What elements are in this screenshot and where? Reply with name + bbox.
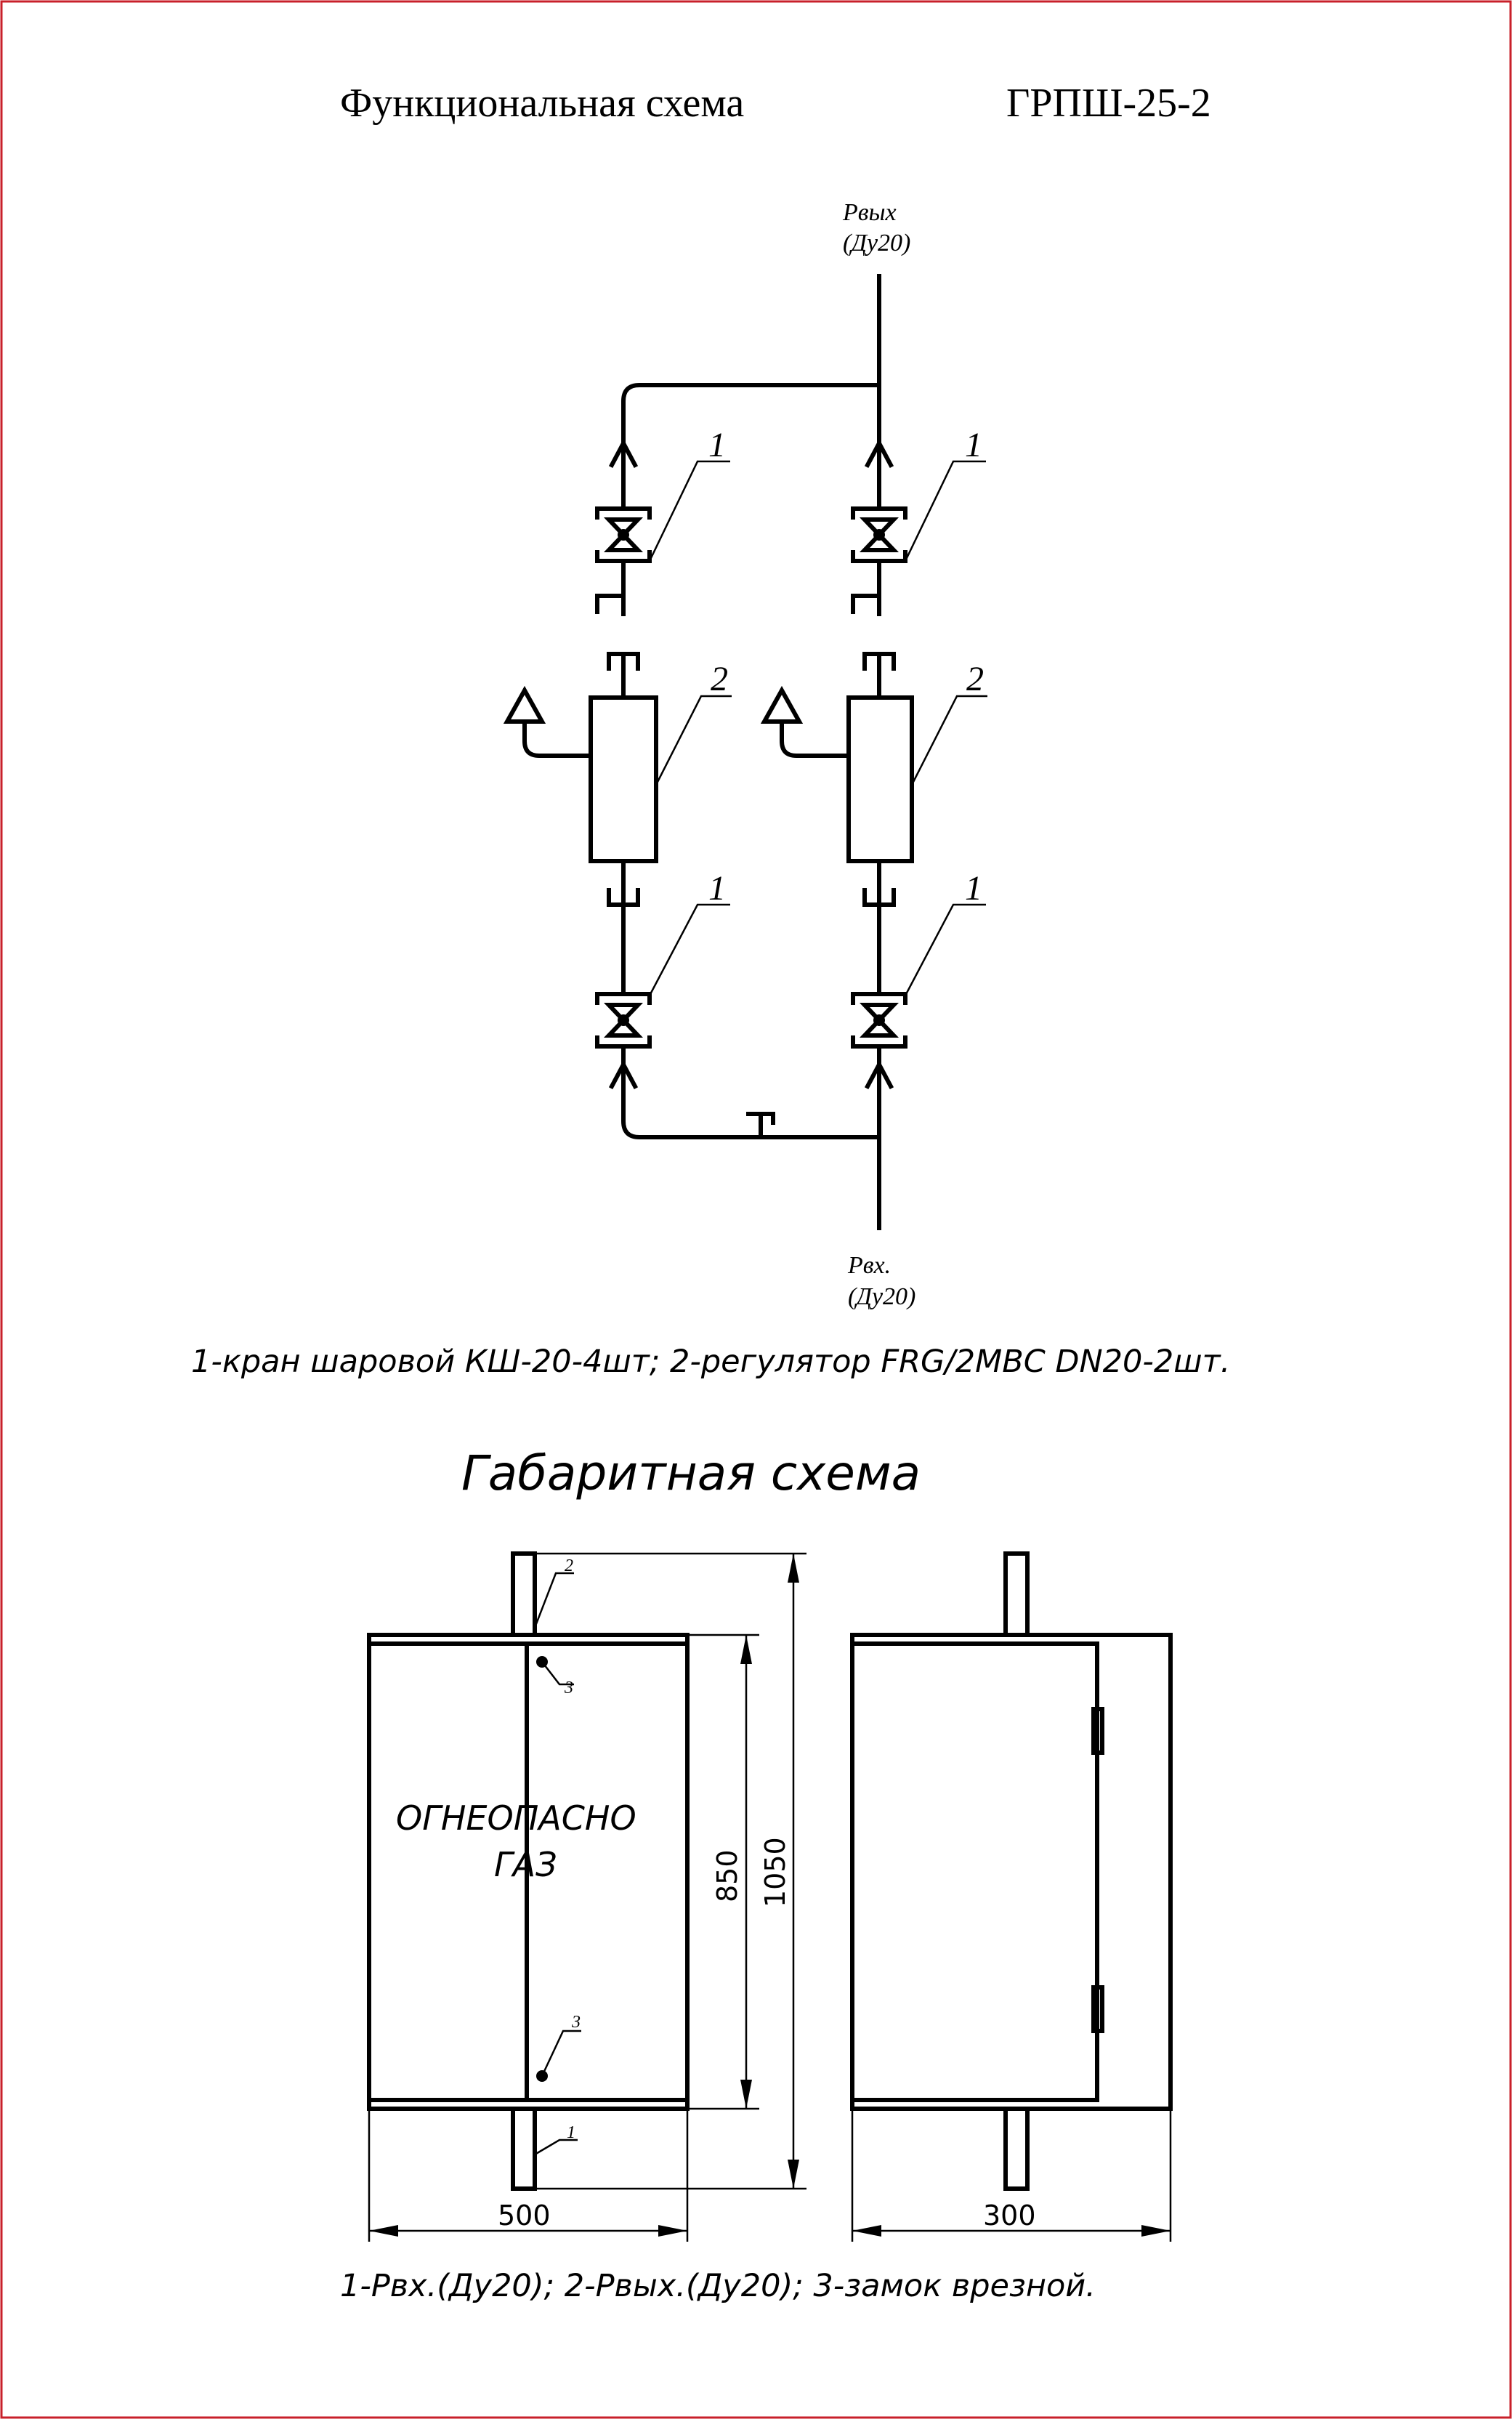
bottom-ball-valve xyxy=(860,1003,899,1038)
side-view: 300 xyxy=(850,1551,1173,2242)
dim-850 xyxy=(687,1633,759,2110)
callout-valve-left-bottom: 1 xyxy=(708,869,726,908)
cabinet-front xyxy=(367,1633,690,2111)
callout-regulator-left: 2 xyxy=(711,660,728,698)
left-regulator xyxy=(589,695,658,863)
side-inlet-pipe xyxy=(1003,2107,1030,2191)
top-nipple xyxy=(862,652,896,700)
model-code: ГРПШ-25-2 xyxy=(1006,81,1211,126)
side-outlet-pipe xyxy=(1003,1551,1030,1637)
front-view: ОГНЕОПАСНО ГАЗ 3 3 2 1 850 xyxy=(367,1551,806,2242)
callout-leaders xyxy=(647,460,987,998)
top-ball-valve xyxy=(604,517,643,552)
right-regulator-line xyxy=(760,445,914,1070)
right-vent xyxy=(760,685,804,724)
outlet-pipe xyxy=(511,1551,537,1637)
top-union xyxy=(595,579,626,616)
hinge-top xyxy=(1091,1707,1104,1755)
outlet-label: Pвых xyxy=(842,199,897,226)
callout-valve-left-top: 1 xyxy=(708,426,726,464)
front-callout-lock-bottom: 3 xyxy=(571,2013,581,2032)
hinge-bottom xyxy=(1091,1985,1104,2033)
functional-scheme: Pвых (Ду20) Pвх. (Ду20) xyxy=(191,199,1230,1380)
inlet-manifold xyxy=(621,1066,881,1230)
left-vent xyxy=(503,685,546,724)
dim-1050 xyxy=(535,1552,806,2190)
bottom-nipple xyxy=(862,859,896,907)
bottom-ball-valve xyxy=(604,1003,643,1038)
warning-line-1: ОГНЕОПАСНО xyxy=(396,1798,636,1838)
right-impulse-line xyxy=(780,721,851,758)
dim-300-label: 300 xyxy=(983,2200,1036,2232)
warning-line-2: ГАЗ xyxy=(494,1845,557,1884)
left-regulator-line xyxy=(503,445,658,1070)
top-union xyxy=(851,579,881,616)
overall-scheme: Габаритная схема ОГНЕОПАСНО ГАЗ 3 3 2 1 xyxy=(340,1445,1173,2304)
outlet-size: (Ду20) xyxy=(843,230,910,257)
inlet-label: Pвх. xyxy=(847,1252,891,1279)
dim-300 xyxy=(851,2109,1172,2242)
top-valve-flanges xyxy=(851,506,907,563)
dim-500-label: 500 xyxy=(498,2200,551,2232)
outlet-manifold xyxy=(621,274,881,449)
callout-regulator-right: 2 xyxy=(966,660,984,698)
inlet-pipe xyxy=(511,2107,537,2191)
bottom-nipple xyxy=(607,859,640,907)
functional-legend: 1-кран шаровой КШ-20-4шт; 2-регулятор FR… xyxy=(191,1344,1230,1380)
top-valve-flanges xyxy=(595,506,652,563)
callout-valve-right-bottom: 1 xyxy=(965,869,982,908)
inlet-test-port xyxy=(746,1112,775,1139)
front-callout-inlet: 1 xyxy=(567,2123,575,2142)
callout-valve-right-top: 1 xyxy=(965,426,982,464)
overall-title: Габаритная схема xyxy=(461,1445,921,1501)
diagram-title: Функциональная схема xyxy=(340,81,744,126)
inlet-size: (Ду20) xyxy=(848,1283,915,1310)
dim-850-label: 850 xyxy=(711,1849,743,1902)
front-callout-outlet: 2 xyxy=(565,1556,573,1575)
dim-500 xyxy=(368,2109,689,2242)
top-ball-valve xyxy=(860,517,899,552)
top-nipple xyxy=(607,652,640,700)
flow-arrow-left-top xyxy=(608,438,639,469)
right-regulator xyxy=(846,695,914,863)
front-callout-lock-top: 3 xyxy=(564,1679,573,1697)
overall-legend: 1-Pвх.(Ду20); 2-Pвых.(Ду20); 3-замок вре… xyxy=(340,2268,1096,2304)
cabinet-side xyxy=(850,1633,1173,2111)
flow-arrow-right-top xyxy=(864,438,894,469)
dim-1050-label: 1050 xyxy=(759,1837,791,1907)
left-impulse-line xyxy=(522,721,593,758)
